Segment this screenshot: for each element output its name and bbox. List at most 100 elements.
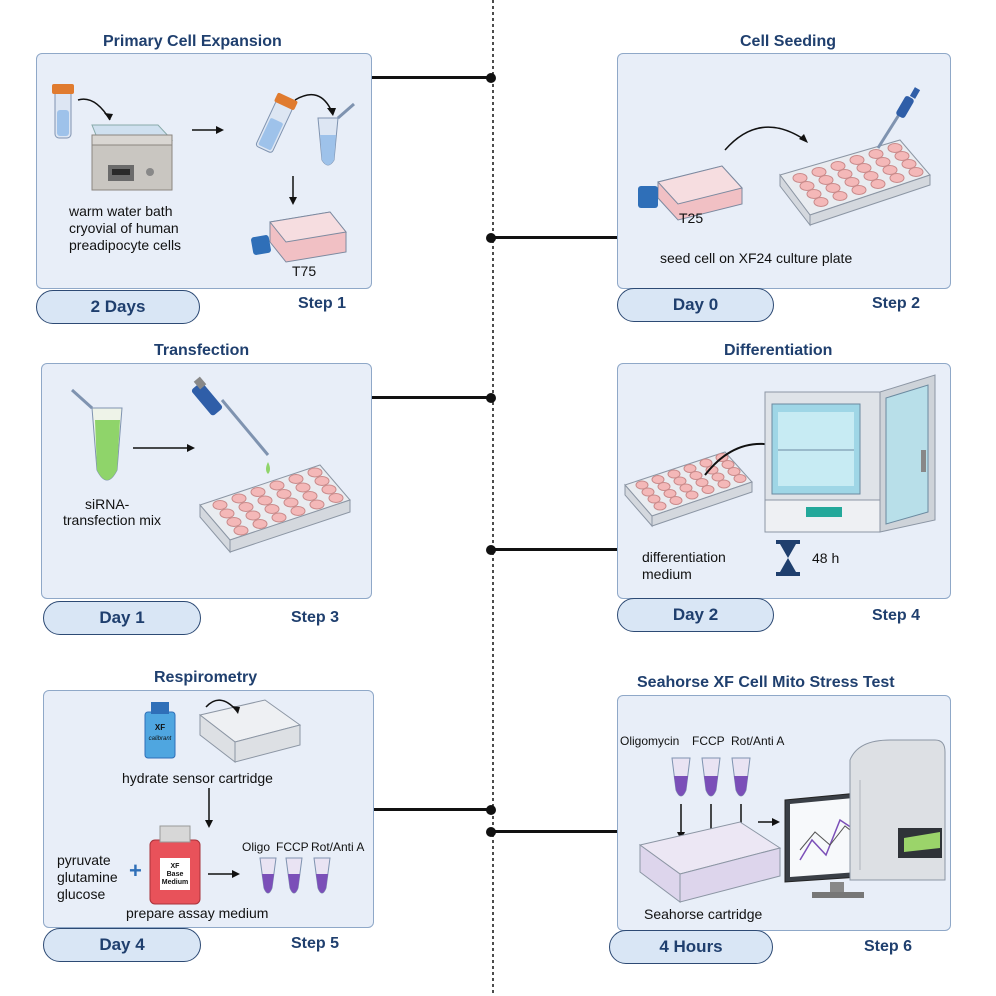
well	[837, 169, 853, 179]
well	[321, 484, 337, 495]
step2-label-seed: seed cell on XF24 culture plate	[660, 250, 853, 266]
step4-label-time: 48 h	[812, 550, 840, 566]
well	[870, 179, 886, 189]
well	[875, 157, 891, 167]
well	[818, 175, 834, 185]
well	[276, 489, 292, 499]
connector-step1	[372, 76, 493, 79]
well	[290, 506, 306, 516]
step1-label-cells: preadipocyte cells	[69, 237, 182, 253]
well	[238, 502, 254, 512]
well	[830, 161, 846, 171]
well	[219, 508, 235, 519]
t75-flask-icon	[251, 211, 347, 263]
well	[825, 183, 841, 193]
well	[309, 499, 325, 510]
step2-title: Cell Seeding	[740, 33, 837, 50]
step5-label-prepare: prepare assay medium	[126, 905, 269, 921]
step4-label-medium2: medium	[642, 566, 692, 582]
hourglass-icon	[776, 540, 800, 576]
step3-label-mix: transfection mix	[63, 512, 162, 528]
step4-title: Differentiation	[724, 342, 833, 359]
well	[811, 167, 827, 177]
well-grid	[635, 453, 747, 511]
well	[901, 159, 917, 169]
calibrant-bottle-icon	[144, 702, 176, 759]
step3-title: Transfection	[154, 342, 250, 359]
step5-title: Respirometry	[154, 669, 258, 686]
well	[717, 479, 731, 489]
well	[699, 458, 713, 468]
well	[908, 167, 924, 177]
step1-label-flask: T75	[292, 263, 317, 279]
step1-duration-badge: 2 Days	[36, 290, 200, 324]
step5-label-hydrate: hydrate sensor cartridge	[122, 770, 273, 786]
svg-text:XF: XF	[171, 863, 181, 870]
well	[711, 472, 725, 482]
step2-label-flask: T25	[679, 210, 704, 226]
timeline-node-step6	[486, 827, 496, 837]
step5-label-pyruvate: pyruvate	[57, 852, 111, 868]
well	[264, 504, 280, 514]
step1-step-label: Step 1	[298, 295, 347, 312]
well	[328, 493, 344, 503]
step1-label-cryovial: cryovial of human	[69, 220, 179, 236]
svg-text:XF: XF	[155, 723, 165, 732]
well	[669, 496, 683, 505]
well	[844, 177, 860, 187]
step5-label-rot: Rot/Anti A	[311, 840, 365, 854]
well	[257, 495, 273, 506]
well	[679, 483, 693, 493]
well	[882, 165, 898, 175]
connector-step5	[372, 808, 493, 811]
connector-step2	[493, 236, 617, 239]
step3-step-label: Step 3	[291, 609, 340, 626]
well	[727, 467, 741, 476]
conical-tube-icon	[255, 92, 298, 153]
t25-flask-icon	[638, 165, 743, 221]
well	[283, 497, 299, 508]
well	[733, 474, 747, 483]
well	[856, 163, 872, 173]
step1-title: Primary Cell Expansion	[103, 33, 282, 50]
timeline-node-step2	[486, 233, 496, 243]
step2-step-label: Step 2	[872, 295, 921, 312]
pipette-icon	[876, 87, 921, 149]
centrifuge-tube-icon	[317, 102, 355, 166]
well	[849, 155, 865, 165]
cryovial-icon	[52, 84, 74, 139]
well	[295, 482, 311, 493]
water-bath-icon	[91, 124, 174, 191]
pipette-icon	[191, 376, 270, 474]
well	[813, 197, 829, 207]
step5-plus-sign: +	[129, 858, 142, 883]
step4-duration-badge: Day 2	[617, 598, 774, 632]
step3-duration-badge: Day 1	[43, 601, 201, 635]
timeline-node-step3	[486, 393, 496, 403]
well	[245, 510, 261, 521]
well	[689, 471, 703, 480]
step4-label-medium: differentiation	[642, 549, 726, 565]
well	[863, 171, 879, 181]
well	[212, 500, 228, 510]
sensor-cartridge-icon	[198, 699, 302, 764]
well	[685, 490, 699, 500]
step5-duration-badge: Day 4	[43, 928, 201, 962]
well	[868, 149, 884, 159]
step5-label-fccp: FCCP	[276, 840, 309, 854]
well	[307, 467, 323, 478]
connector-step6	[493, 830, 617, 833]
well	[667, 469, 681, 479]
incubator-icon	[764, 374, 936, 533]
well	[673, 476, 687, 486]
well	[653, 501, 667, 511]
step6-label-rot: Rot/Anti A	[731, 734, 785, 748]
well	[887, 143, 903, 153]
step5-step-label: Step 5	[291, 935, 340, 952]
well	[302, 491, 318, 501]
well	[641, 487, 655, 497]
step6-title: Seahorse XF Cell Mito Stress Test	[637, 674, 895, 691]
step5-label-glutamine: glutamine	[57, 869, 118, 885]
